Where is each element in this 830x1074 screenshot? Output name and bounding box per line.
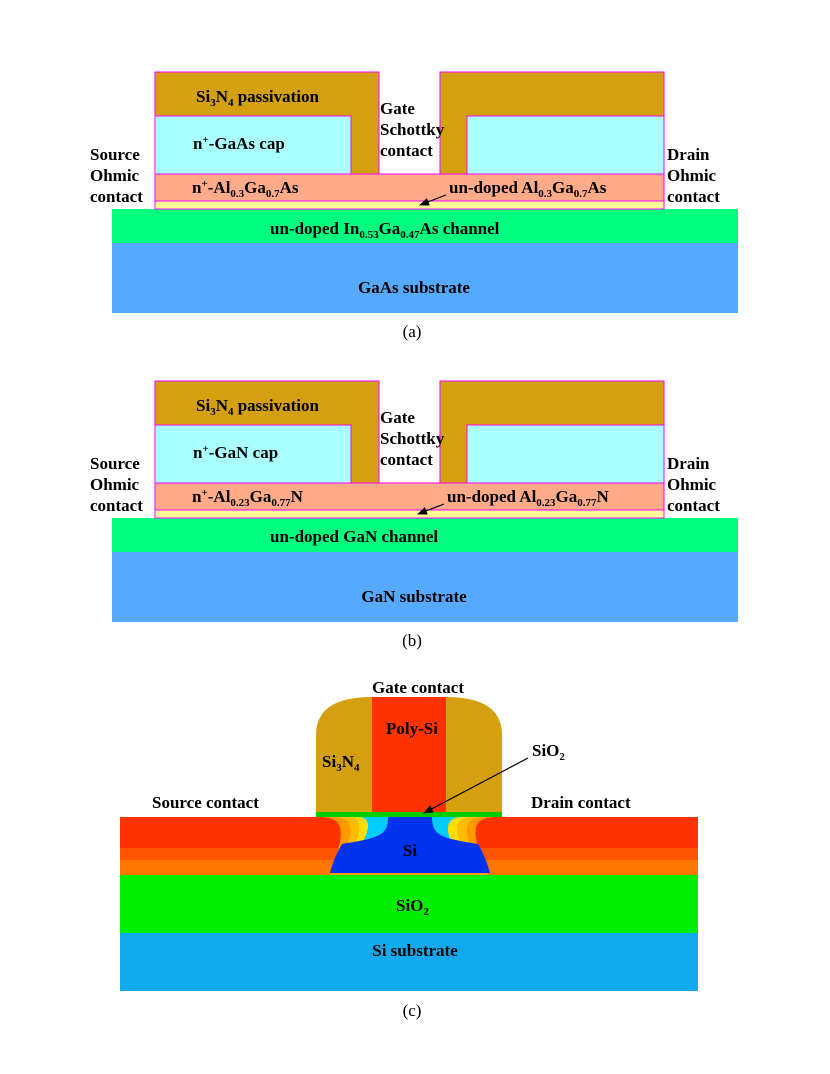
nitride-left [154,71,380,175]
cap-right [466,115,665,175]
spacer-layer [154,200,665,210]
undoped-barrier-label: un-doped Al0.23Ga0.77N [447,487,610,509]
spacer-layer [154,509,665,519]
gate-oxide [316,812,502,817]
cap-right [466,424,665,484]
buried-oxide-layer [120,875,698,933]
nitride-right [439,71,665,175]
doped-barrier-label: n+-Al0.23Ga0.77N [192,487,304,509]
spacer-left [316,697,372,812]
substrate-layer [120,933,698,991]
source-contact-label: Source contact [152,793,259,812]
channel-label: un-doped In0.53Ga0.47As channel [270,219,500,241]
algaas-layer [154,173,665,202]
substrate-layer [112,243,738,313]
drain-contact-label: Drain contact [531,793,631,812]
gate-oxide-label: SiO2 [532,741,565,763]
buried-oxide-label: SiO2 [396,896,429,918]
poly-si-gate [372,697,446,812]
gate-oxide-arrow [423,757,529,814]
nitride-right [439,380,665,484]
si3n4-label: Si3N4 [322,752,360,774]
cap-left [154,424,352,484]
channel-label: un-doped GaN channel [270,527,438,546]
substrate-label: GaAs substrate [358,278,470,297]
caption-b: (b) [402,631,422,650]
cap-label: n+-GaN cap [193,443,278,462]
cap-label: n+-GaAs cap [193,134,285,153]
spacer-arrow [417,503,445,515]
spacer-arrow [419,194,447,206]
si-label: Si [403,841,417,860]
si3n4-passivation-label: Si3N4 passivation [196,396,320,418]
spacer-right [446,697,502,812]
panel-c: Gate contact Poly-Si Si3N4 SiO2 Source c… [120,678,698,1020]
substrate-label: Si substrate [372,941,458,960]
doped-barrier-label: n+-Al0.3Ga0.7As [192,178,299,200]
nitride-left [154,380,380,484]
caption-c: (c) [403,1001,422,1020]
gate-contact-label: Gate contact [372,678,464,697]
si3n4-passivation-label: Si3N4 passivation [196,87,320,109]
substrate-layer [112,552,738,622]
caption-a: (a) [403,322,422,341]
si-body [330,817,490,873]
algan-layer [154,482,665,511]
channel-layer [112,518,738,552]
channel-layer [112,209,738,243]
substrate-label: GaN substrate [361,587,467,606]
undoped-barrier-label: un-doped Al0.3Ga0.7As [449,178,607,200]
poly-si-label: Poly-Si [386,719,438,738]
